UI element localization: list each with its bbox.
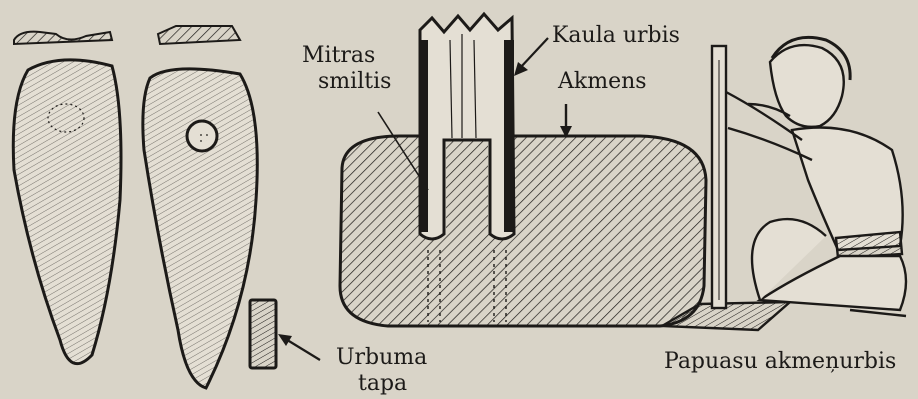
caption-papuan-stone-drill: Papuasu akmeņurbis bbox=[664, 350, 896, 374]
drill-core-arrow-icon bbox=[278, 334, 320, 360]
stone-arrow-icon bbox=[560, 104, 572, 138]
label-drill-core-line2: tapa bbox=[358, 372, 407, 396]
stone-cross-section bbox=[340, 136, 706, 326]
label-bone-drill: Kaula urbis bbox=[552, 24, 680, 48]
label-wet-sand-line1: Mitras bbox=[302, 44, 375, 68]
bone-drill-arrow-icon bbox=[514, 38, 548, 76]
axe-top-section-right bbox=[158, 26, 240, 44]
label-wet-sand-line2: smiltis bbox=[318, 70, 391, 94]
axe-top-section-left bbox=[14, 32, 112, 44]
axe-head-right bbox=[143, 69, 257, 388]
label-drill-core-line1: Urbuma bbox=[336, 346, 427, 370]
axe-head-left bbox=[13, 60, 121, 364]
label-stone: Akmens bbox=[558, 70, 647, 94]
drill-core-piece bbox=[250, 300, 276, 368]
